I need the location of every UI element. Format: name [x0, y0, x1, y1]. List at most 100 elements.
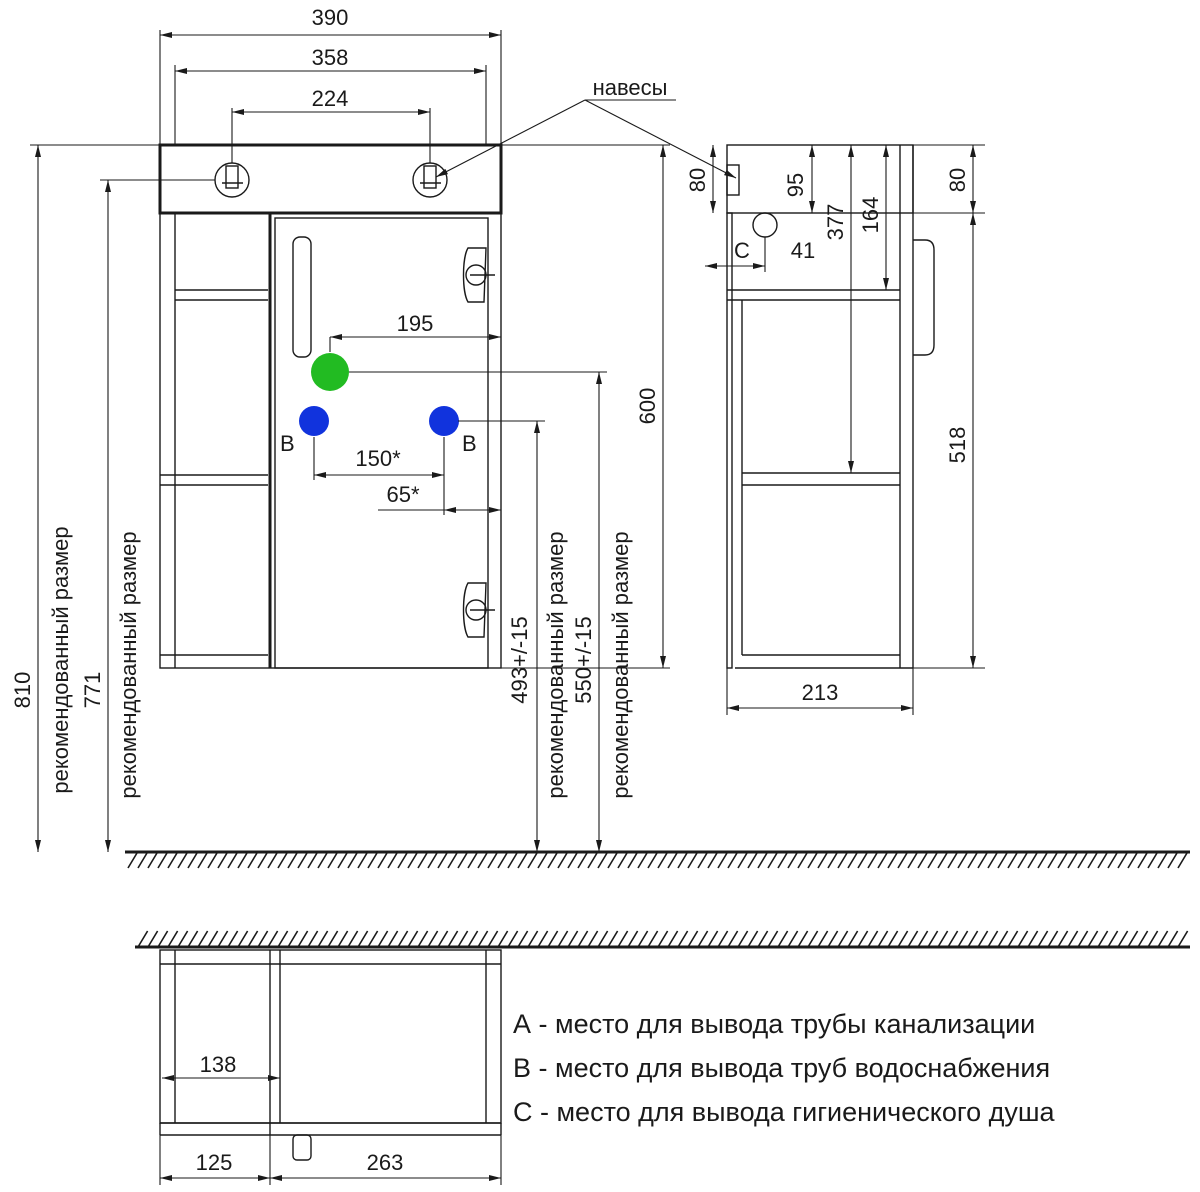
hatch-stroke — [137, 930, 149, 948]
floor-plan-wall — [135, 930, 1190, 949]
hatch-stroke — [957, 930, 969, 948]
hatch-stroke — [497, 930, 509, 948]
hatch-stroke — [677, 851, 689, 869]
dim-80-right: 80 — [945, 168, 970, 192]
water-label-right: B — [462, 431, 477, 456]
hatch-stroke — [587, 930, 599, 948]
hangers-label: навесы — [593, 75, 668, 100]
hatch-stroke — [747, 930, 759, 948]
hanger-icon — [412, 162, 448, 198]
hatch-stroke — [917, 930, 929, 948]
hatch-stroke — [957, 851, 969, 869]
hatch-stroke — [457, 930, 469, 948]
hatch-stroke — [267, 851, 279, 869]
hatch-stroke — [617, 851, 629, 869]
hatch-stroke — [1087, 930, 1099, 948]
hinge-icon — [462, 247, 495, 303]
hatch-stroke — [637, 851, 649, 869]
rec-text-550: рекомендованный размер — [608, 531, 633, 798]
hatch-stroke — [387, 851, 399, 869]
hatch-stroke — [667, 851, 679, 869]
floor-front — [125, 850, 1190, 869]
hatch-stroke — [857, 851, 869, 869]
hatch-stroke — [257, 930, 269, 948]
water-point-right — [429, 406, 459, 436]
hatch-stroke — [447, 930, 459, 948]
hatch-stroke — [277, 930, 289, 948]
hatch-stroke — [1057, 851, 1069, 869]
hatch-stroke — [227, 851, 239, 869]
hatch-stroke — [257, 851, 269, 869]
hatch-stroke — [467, 930, 479, 948]
hatch-stroke — [977, 851, 989, 869]
hatch-stroke — [237, 930, 249, 948]
side-top-rail — [726, 144, 914, 214]
dim-95: 95 — [783, 173, 808, 197]
hanger-icon — [726, 164, 740, 196]
hatch-stroke — [137, 851, 149, 869]
hatch-stroke — [1177, 851, 1189, 869]
hatch-stroke — [187, 930, 199, 948]
hatch-stroke — [167, 851, 179, 869]
hatch-stroke — [217, 930, 229, 948]
hatch-stroke — [147, 851, 159, 869]
water-point-left — [299, 406, 329, 436]
hatch-stroke — [997, 930, 1009, 948]
hatch-stroke — [157, 851, 169, 869]
hatch-stroke — [917, 851, 929, 869]
hatch-stroke — [1167, 851, 1179, 869]
hatch-stroke — [417, 930, 429, 948]
hatch-stroke — [967, 851, 979, 869]
hatch-stroke — [177, 851, 189, 869]
hatch-stroke — [647, 851, 659, 869]
hatch-stroke — [417, 851, 429, 869]
hatch-stroke — [1107, 851, 1119, 869]
hatch-stroke — [357, 851, 369, 869]
dim-224: 224 — [312, 86, 349, 111]
hatch-stroke — [687, 930, 699, 948]
hatch-stroke — [767, 930, 779, 948]
hatch-stroke — [447, 851, 459, 869]
hatch-stroke — [377, 851, 389, 869]
hatch-stroke — [237, 851, 249, 869]
water-label-left: B — [280, 431, 295, 456]
hatch-stroke — [467, 851, 479, 869]
hatch-stroke — [367, 851, 379, 869]
hatch-stroke — [927, 930, 939, 948]
hatch-stroke — [857, 930, 869, 948]
hatch-stroke — [527, 851, 539, 869]
hatch-stroke — [247, 851, 259, 869]
hatch-stroke — [577, 930, 589, 948]
hatch-stroke — [797, 930, 809, 948]
hatch-stroke — [397, 930, 409, 948]
hatch-stroke — [687, 851, 699, 869]
hatch-stroke — [1077, 930, 1089, 948]
hatch-stroke — [887, 851, 899, 869]
hatch-stroke — [427, 851, 439, 869]
hatch-stroke — [657, 930, 669, 948]
dim-600: 600 — [635, 388, 660, 425]
hatch-stroke — [1137, 930, 1149, 948]
hatch-stroke — [997, 851, 1009, 869]
hatch-stroke — [1027, 930, 1039, 948]
hatch-stroke — [297, 851, 309, 869]
hatch-stroke — [157, 930, 169, 948]
hatch-stroke — [877, 930, 889, 948]
hatch-stroke — [267, 930, 279, 948]
hatch-stroke — [377, 930, 389, 948]
hatch-stroke — [647, 930, 659, 948]
hatch-stroke — [297, 930, 309, 948]
hatch-stroke — [617, 930, 629, 948]
hatch-stroke — [847, 930, 859, 948]
hatch-stroke — [877, 851, 889, 869]
hatch-stroke — [847, 851, 859, 869]
hatch-stroke — [567, 930, 579, 948]
hatch-stroke — [947, 851, 959, 869]
dim-263: 263 — [367, 1150, 404, 1175]
hatch-stroke — [537, 851, 549, 869]
hatch-stroke — [967, 930, 979, 948]
plan-view: 138 125 263 — [159, 949, 502, 1185]
legend-item-c: С - место для вывода гигиенического душа — [513, 1097, 1056, 1127]
dim-41: 41 — [791, 238, 815, 263]
hatch-stroke — [787, 851, 799, 869]
